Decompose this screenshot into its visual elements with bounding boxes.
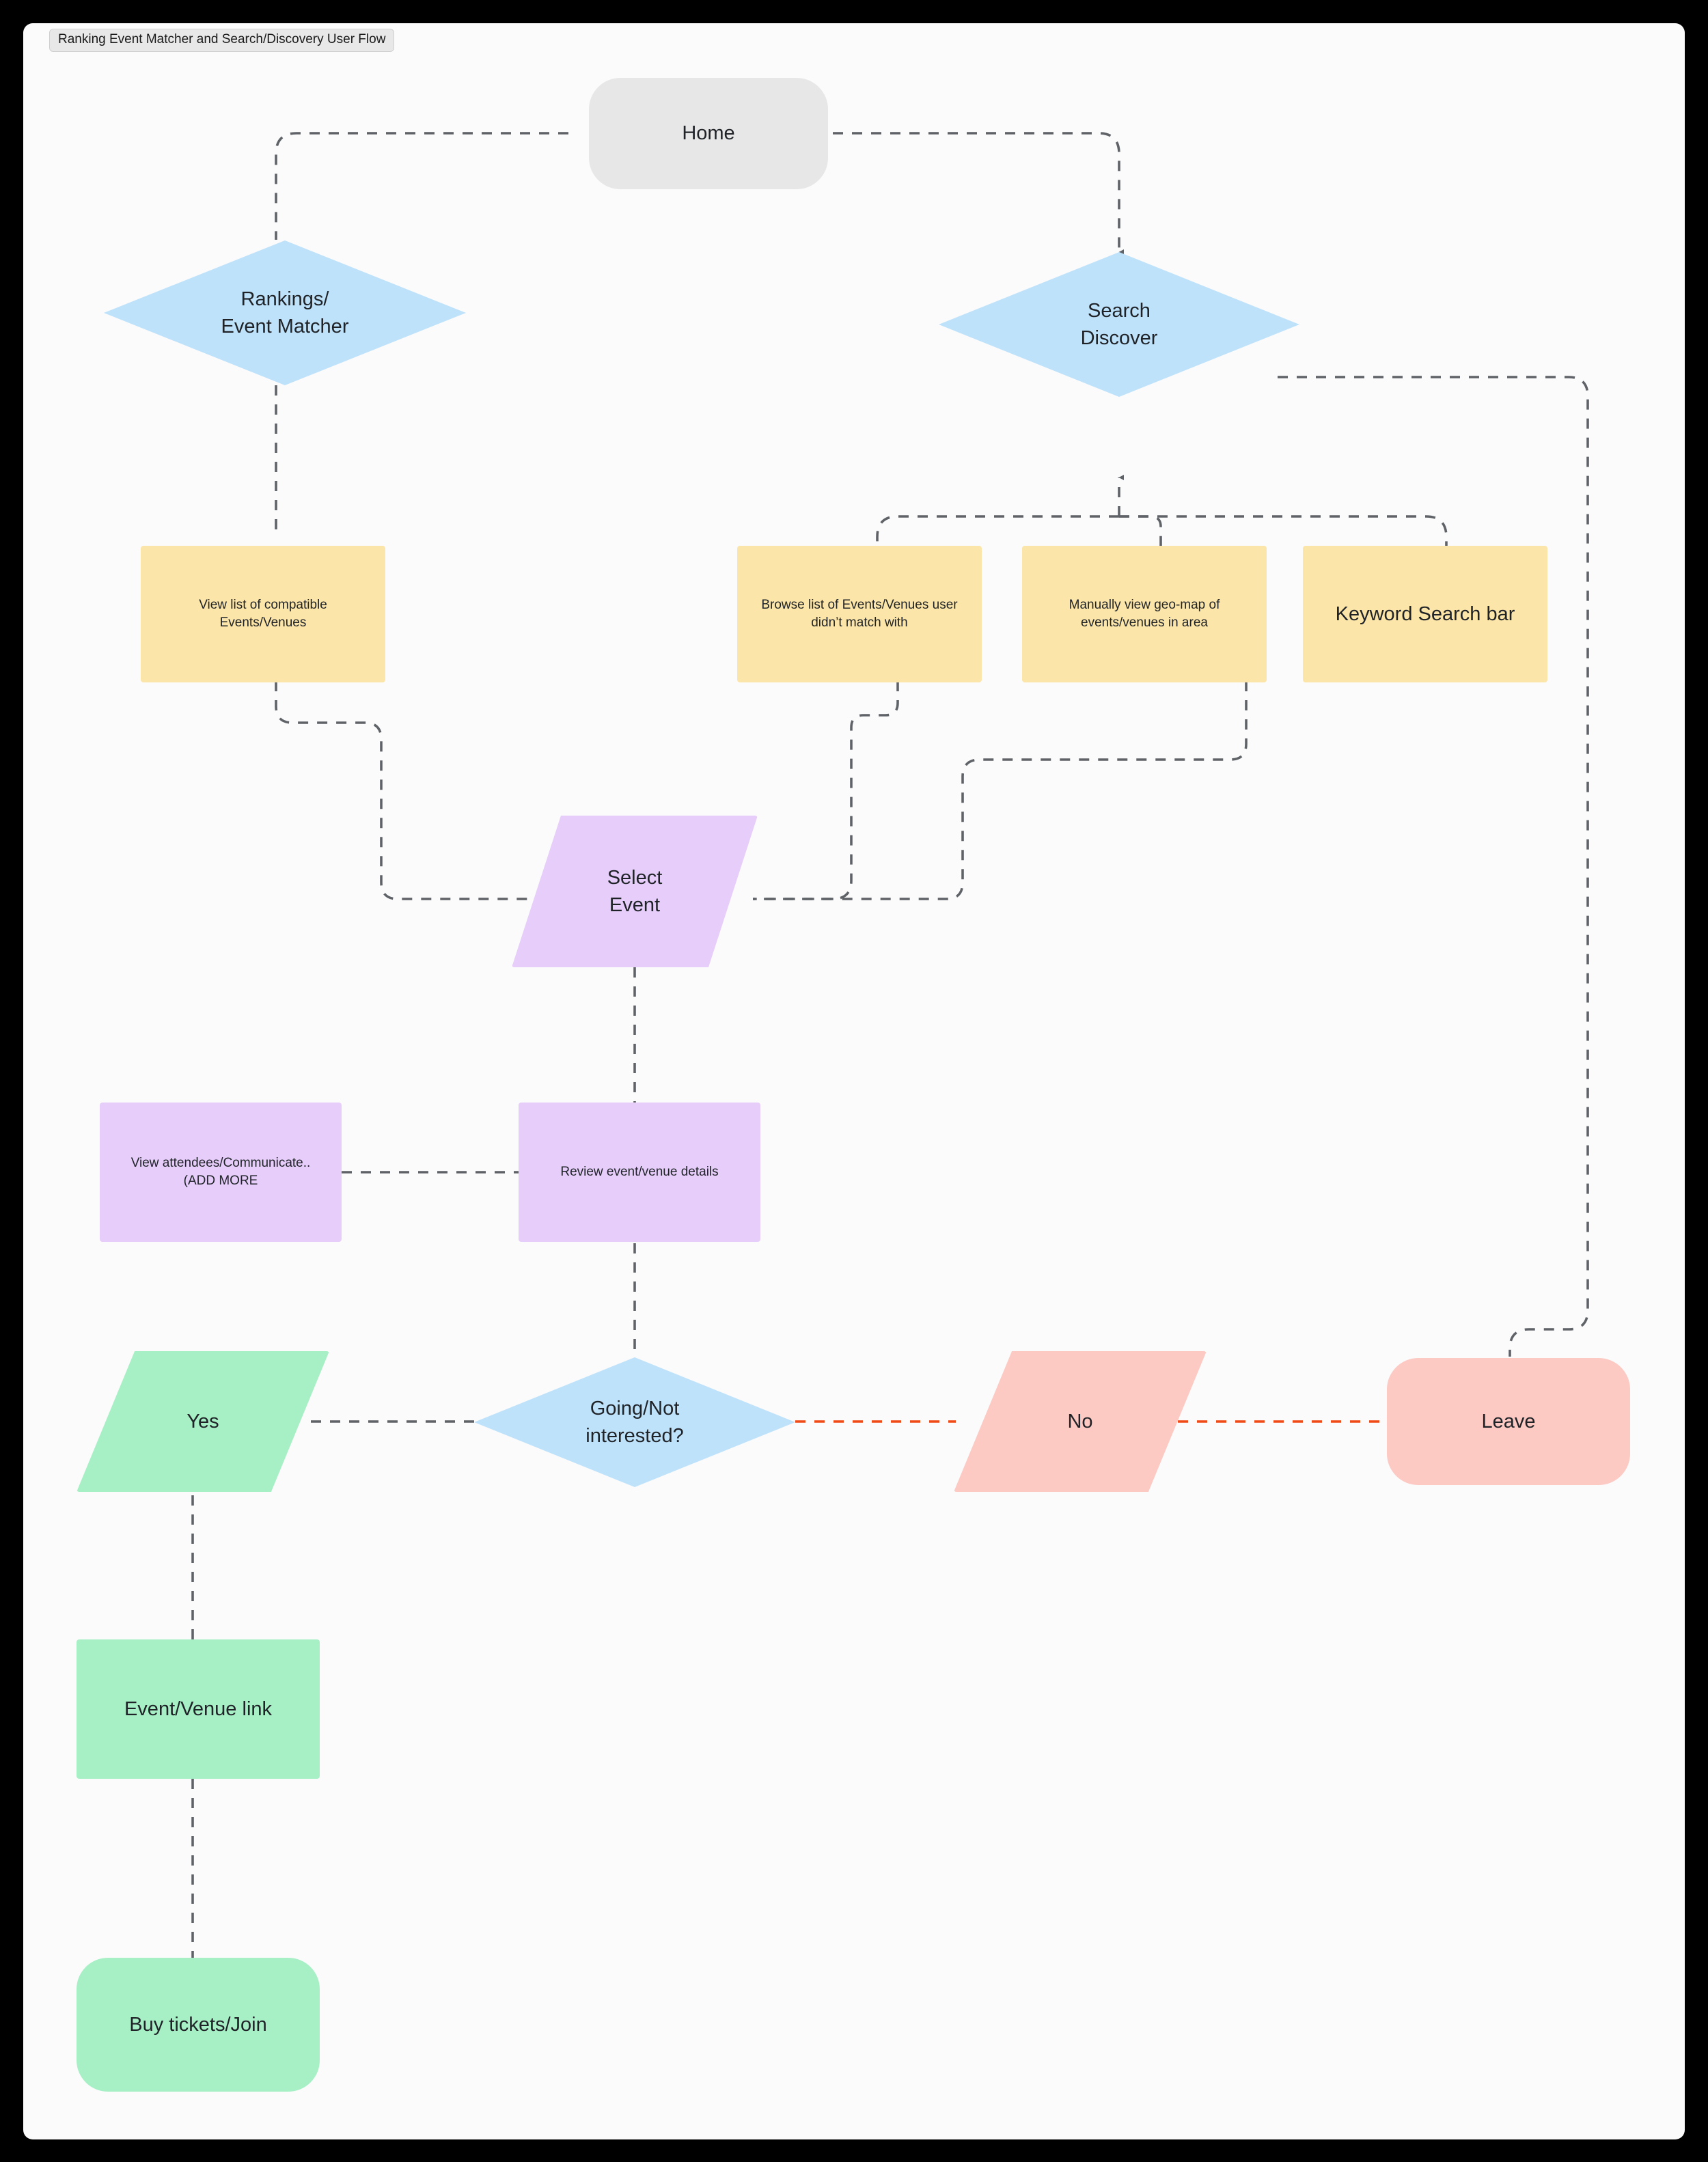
node-event-venue-link-label: Event/Venue link [124,1697,273,1720]
node-no[interactable]: No [954,1351,1207,1492]
node-rankings-event-matcher[interactable]: Rankings/Event Matcher [104,240,466,385]
diagram-title-chip[interactable]: Ranking Event Matcher and Search/Discove… [49,29,395,52]
node-no-label: No [1067,1410,1093,1432]
node-home[interactable]: Home [589,78,828,189]
node-home-label: Home [682,122,735,145]
node-browse-label: Browse list of Events/Venues user didn’t… [761,597,958,630]
edge-bus-left-to-browse [876,515,1119,546]
node-view-compatible-events[interactable]: View list of compatible Events/Venues [141,546,385,682]
edge-compatible-to-select [275,681,549,900]
node-view-attendees-label: View attendees/Communicate.. (ADD MORE [130,1155,311,1188]
node-view-attendees[interactable]: View attendees/Communicate.. (ADD MORE [100,1103,342,1242]
node-yes[interactable]: Yes [77,1351,329,1492]
node-keyword-search-bar[interactable]: Keyword Search bar [1303,546,1547,682]
node-leave[interactable]: Leave [1387,1358,1630,1485]
node-browse-unmatched-events[interactable]: Browse list of Events/Venues user didn’t… [737,546,982,682]
node-geomap-label: Manually view geo-map of events/venues i… [1069,597,1220,630]
edge-home-to-search [814,132,1124,255]
node-review-details[interactable]: Review event/venue details [519,1103,760,1242]
node-yes-label: Yes [187,1410,219,1432]
edge-bus-to-geomap [1119,515,1162,546]
node-buy-tickets-join[interactable]: Buy tickets/Join [77,1958,320,2092]
edge-search-to-leave [1278,376,1589,1357]
parallelogram-shape [512,816,758,967]
node-event-venue-link[interactable]: Event/Venue link [77,1639,320,1779]
node-rankings-label: Rankings/Event Matcher [221,288,349,337]
edge-geomap-to-select [753,681,1248,900]
node-review-details-label: Review event/venue details [560,1164,719,1179]
diagram-canvas[interactable]: Ranking Event Matcher and Search/Discove… [23,23,1685,2139]
node-keyword-label: Keyword Search bar [1335,602,1515,625]
edges-dashed [191,132,1589,1958]
node-leave-label: Leave [1481,1410,1536,1432]
node-view-compatible-label: View list of compatible Events/Venues [199,597,327,630]
node-view-geomap[interactable]: Manually view geo-map of events/venues i… [1022,546,1267,682]
node-buy-tickets-label: Buy tickets/Join [129,2013,267,2036]
edge-home-to-rankings [275,132,568,240]
edge-browse-to-select [753,681,899,900]
edge-bus-right-to-keyword [1119,515,1448,546]
